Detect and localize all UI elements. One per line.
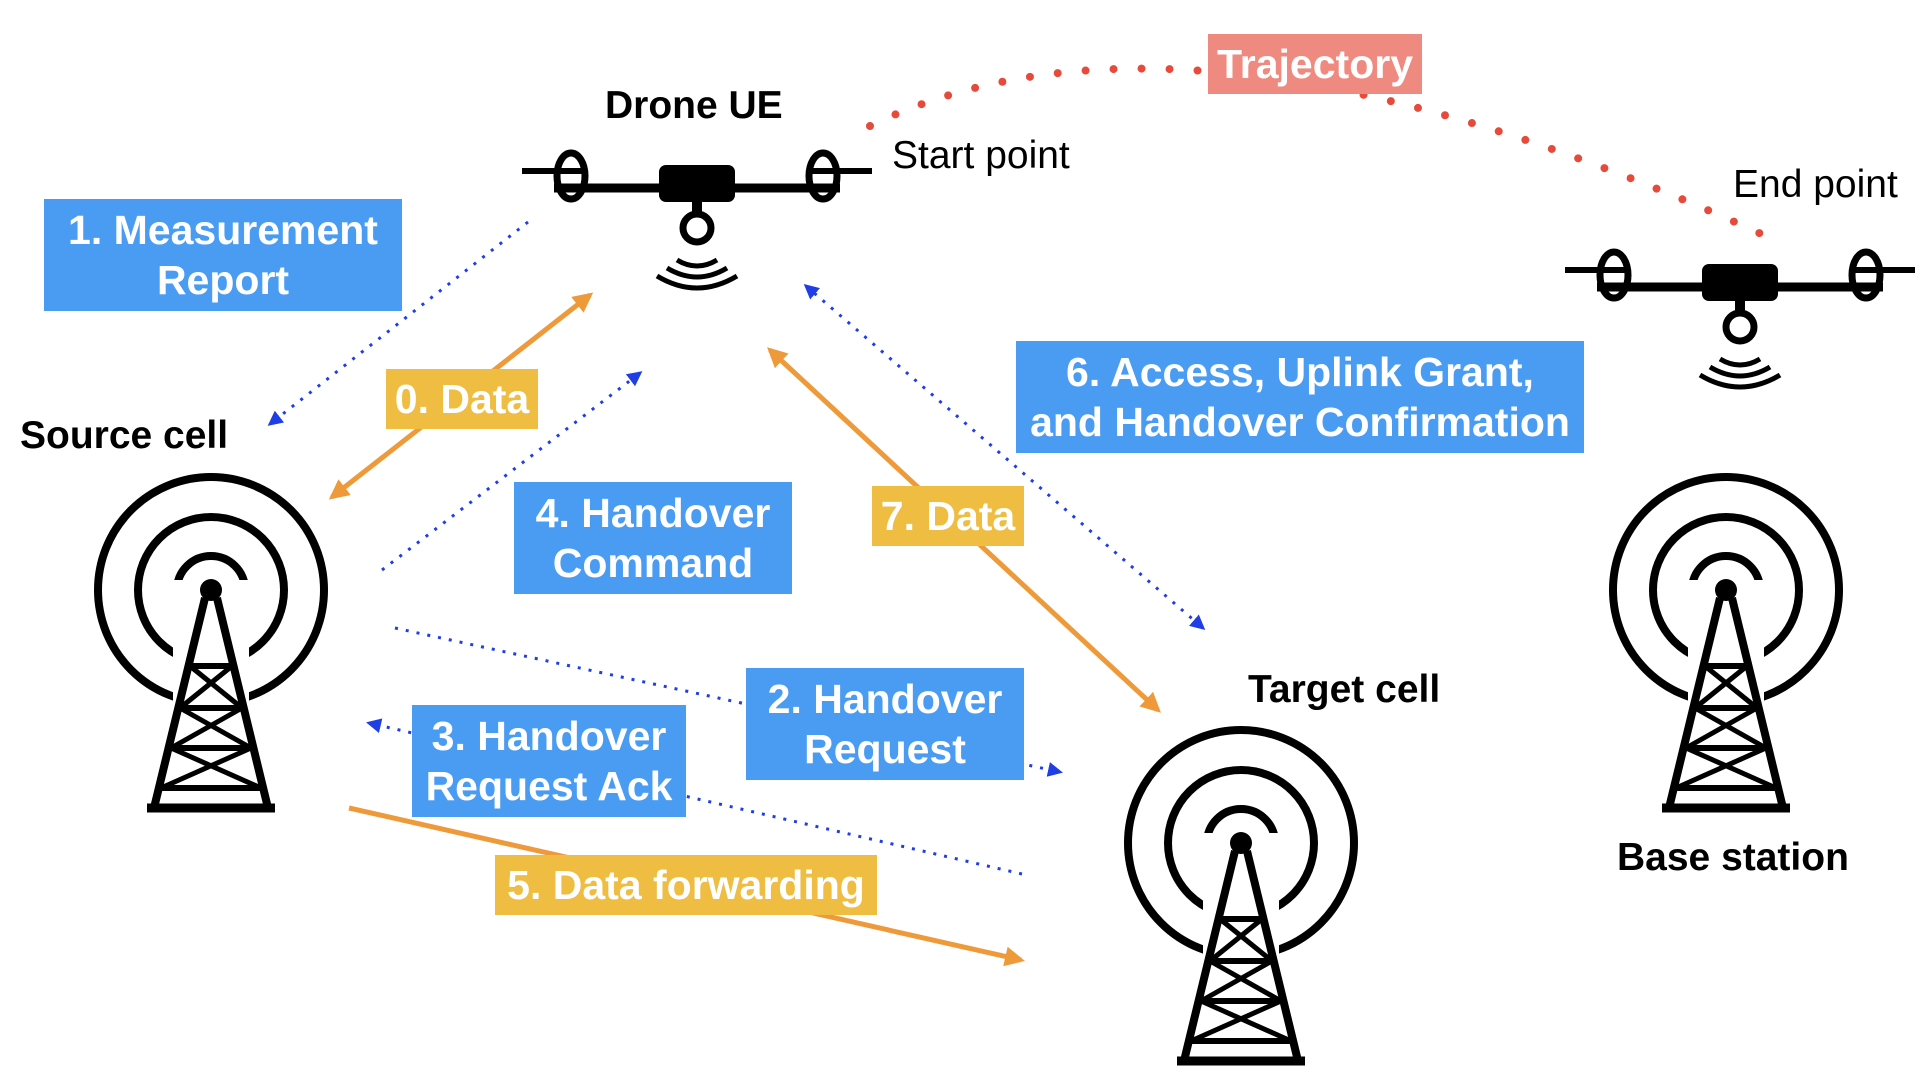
step3-line1: 3. Handover — [431, 713, 667, 759]
arrow-access-confirmation — [803, 284, 1206, 630]
step4-box: 4. Handover Command — [514, 482, 792, 594]
step7-label: 7. Data — [880, 493, 1016, 539]
trajectory-label: Trajectory — [1217, 41, 1413, 87]
cell-tower-icon-target — [1128, 730, 1354, 1080]
step0-box: 0. Data — [386, 369, 538, 429]
base-station-label: Base station — [1617, 836, 1849, 879]
step4-line1: 4. Handover — [535, 490, 771, 536]
step2-line1: 2. Handover — [767, 676, 1003, 722]
cell-tower-icon-base — [1613, 477, 1839, 840]
drone-icon-start — [522, 153, 872, 288]
drone-ue-label: Drone UE — [605, 84, 783, 127]
step1-box: 1. Measurement Report — [44, 199, 402, 311]
start-point-label: Start point — [892, 134, 1070, 177]
cell-tower-icon-source — [98, 477, 324, 840]
step6-line2: and Handover Confirmation — [1030, 399, 1570, 445]
step0-label: 0. Data — [394, 376, 530, 422]
step1-line2: Report — [156, 257, 290, 303]
target-cell-label: Target cell — [1248, 668, 1441, 711]
step3-line2: Request Ack — [425, 763, 673, 809]
step5-box: 5. Data forwarding — [495, 855, 877, 915]
drone-icon-end — [1565, 252, 1915, 387]
source-cell-label: Source cell — [20, 414, 229, 457]
step6-box: 6. Access, Uplink Grant, and Handover Co… — [1016, 341, 1584, 453]
step7-box: 7. Data — [872, 486, 1024, 546]
step5-label: 5. Data forwarding — [507, 862, 865, 908]
end-point-label: End point — [1733, 163, 1898, 206]
step2-line2: Request — [804, 726, 966, 772]
step3-box: 3. Handover Request Ack — [412, 705, 686, 817]
step1-line1: 1. Measurement — [68, 207, 378, 253]
step4-line2: Command — [552, 540, 754, 586]
step2-box: 2. Handover Request — [746, 668, 1024, 780]
arrow-handover-request-ack — [366, 718, 1023, 876]
trajectory-box: Trajectory — [1208, 34, 1422, 94]
step6-line1: 6. Access, Uplink Grant, — [1066, 349, 1534, 395]
